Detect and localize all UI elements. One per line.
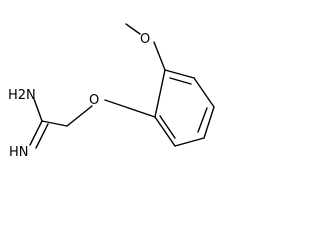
ring-bond-5 <box>154 116 176 147</box>
chemical-structure-diagram: O O H2N HN <box>8 23 215 160</box>
bond-methyl-o <box>125 23 141 35</box>
imine-label: HN <box>9 145 29 160</box>
methoxy-oxygen-label: O <box>140 32 150 47</box>
ring-bond-4 <box>174 137 205 147</box>
ether-oxygen-label: O <box>89 93 99 108</box>
bond-c-nh-double-b <box>35 123 49 149</box>
bond-c-nh2 <box>33 98 43 122</box>
ring-bond-1 <box>164 69 195 79</box>
bond-ch2-amidine-c <box>41 120 68 127</box>
ring-double-bond-3 <box>159 115 176 139</box>
ring-double-bond-1 <box>169 77 192 85</box>
bond-methoxy-o-ring <box>153 41 166 71</box>
amine-label: H2N <box>8 88 36 103</box>
ring-bond-3 <box>203 106 215 139</box>
bond-ring-ether-o <box>104 99 156 118</box>
bond-ether-o-ch2 <box>66 105 93 127</box>
ring-double-bond-2 <box>197 107 208 133</box>
bond-c-nh-double-a <box>29 120 43 146</box>
ring-bond-6 <box>154 69 166 118</box>
ring-bond-2 <box>193 77 215 108</box>
